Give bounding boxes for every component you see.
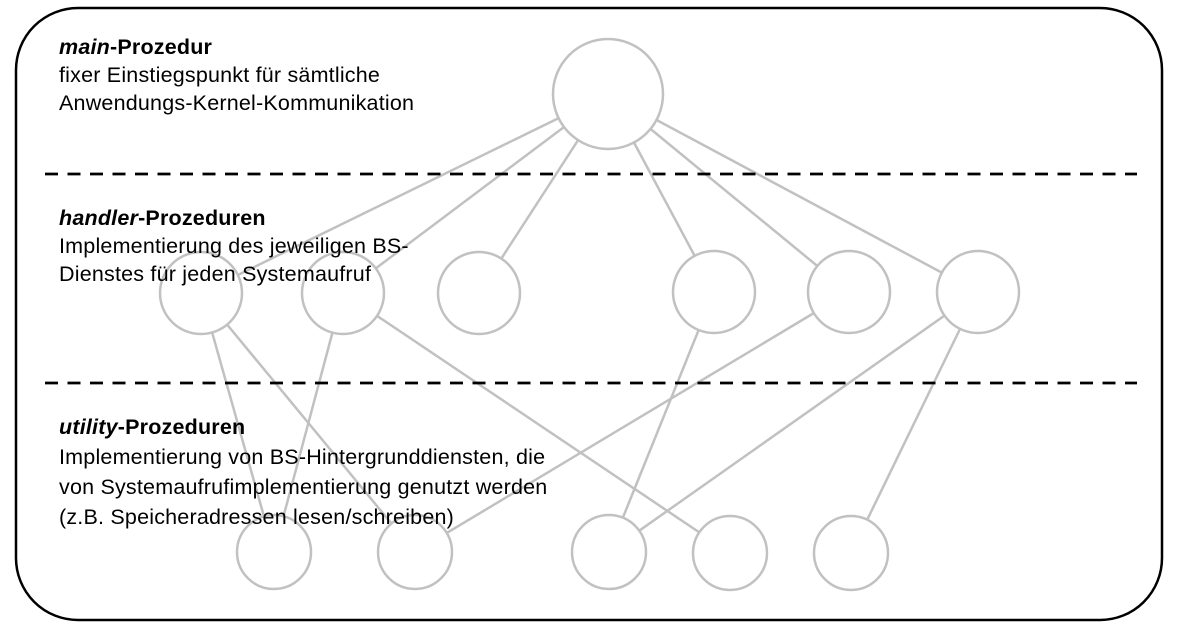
utility-layer-desc-line: Implementierung von BS-Hintergrunddienst… bbox=[59, 445, 546, 469]
edge-h2-u4 bbox=[342, 291, 731, 555]
utility-layer-title-italic: utility bbox=[59, 415, 118, 439]
main-layer-title-italic: main bbox=[59, 35, 110, 59]
node-u2-circle bbox=[376, 513, 454, 591]
main-layer-title-rest: -Prozedur bbox=[109, 35, 213, 59]
edge-h6-u3 bbox=[608, 290, 979, 554]
utility-layer-label: utility-Prozeduren Implementierung von B… bbox=[59, 412, 547, 532]
main-layer-title: main-Prozedur bbox=[59, 33, 414, 61]
handler-layer-desc-line: Dienstes für jeden Systemaufruf bbox=[59, 262, 372, 286]
edge-h6-u5 bbox=[849, 291, 980, 554]
edge-main-h6 bbox=[607, 92, 979, 294]
main-layer-desc-line: fixer Einstiegspunkt für sämtliche bbox=[59, 63, 381, 87]
main-layer-label: main-Prozedur fixer Einstiegspunkt für s… bbox=[59, 33, 414, 117]
node-u1-circle bbox=[235, 513, 313, 591]
node-u4-circle bbox=[691, 514, 769, 592]
node-h5-circle bbox=[806, 249, 892, 335]
handler-layer-title: handler-Prozeduren bbox=[59, 204, 409, 232]
edge-main-h1 bbox=[200, 92, 609, 295]
handler-layer-label: handler-Prozeduren Implementierung des j… bbox=[59, 204, 409, 288]
utility-layer-title-rest: -Prozeduren bbox=[117, 415, 246, 439]
utility-layer-desc-line: von Systemaufrufimplementierung genutzt … bbox=[59, 475, 548, 499]
edge-h2-u1 bbox=[272, 292, 345, 553]
edge-h4-u3 bbox=[607, 291, 716, 553]
node-h2-circle bbox=[300, 250, 386, 336]
edge-h1-u1 bbox=[199, 292, 276, 553]
node-u3-circle bbox=[570, 513, 648, 591]
node-h3-circle bbox=[436, 250, 522, 336]
utility-layer-title: utility-Prozeduren bbox=[59, 412, 547, 442]
node-main-circle bbox=[551, 37, 665, 151]
handler-layer-title-italic: handler bbox=[59, 206, 139, 230]
main-layer-desc-line: Anwendungs-Kernel-Kommunikation bbox=[59, 91, 415, 115]
node-h4-circle bbox=[671, 249, 757, 335]
node-h1-circle bbox=[158, 250, 244, 336]
diagram-outer-border bbox=[14, 6, 1164, 622]
node-h6-circle bbox=[935, 249, 1021, 335]
node-u5-circle bbox=[812, 514, 890, 592]
utility-layer-desc-line: (z.B. Speicheradressen lesen/schreiben) bbox=[59, 505, 454, 529]
handler-layer-title-rest: -Prozeduren bbox=[138, 206, 266, 230]
handler-layer-desc-line: Implementierung des jeweiligen BS- bbox=[59, 234, 409, 258]
edge-h5-u2 bbox=[414, 290, 850, 554]
